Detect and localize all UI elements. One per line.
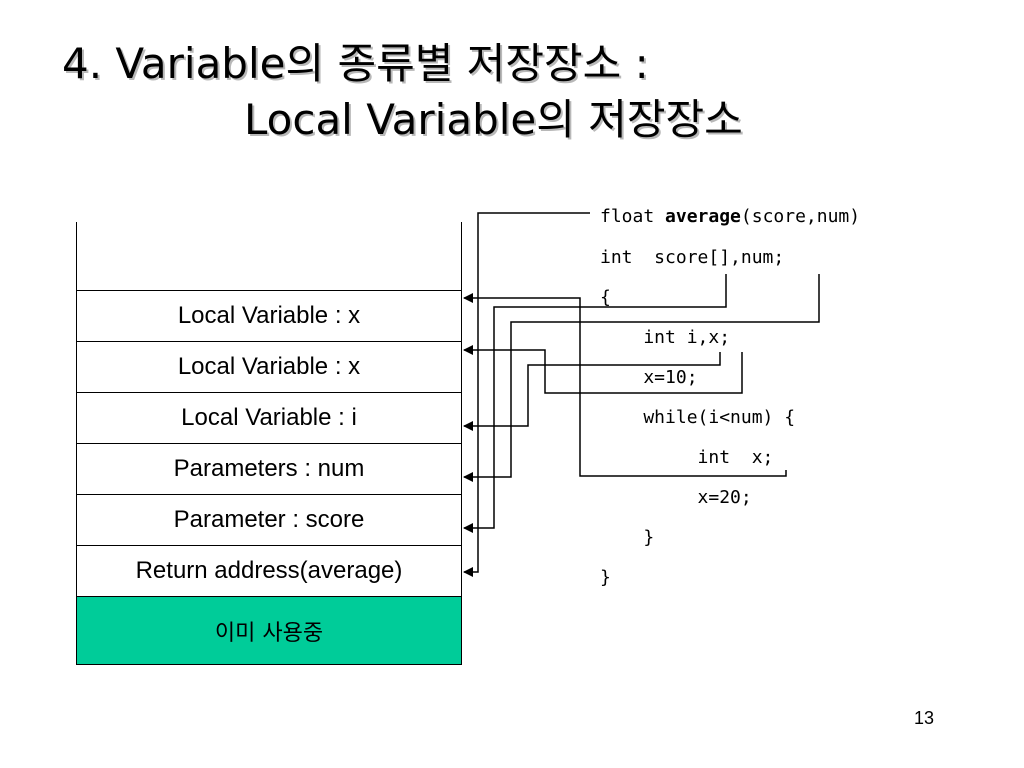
code-line-1-suffix: (score,num)	[740, 206, 861, 227]
code-line-4: int i,x;	[600, 327, 731, 348]
arrow-param-score	[463, 274, 727, 533]
code-line-6: while(i<num) {	[600, 407, 796, 428]
code-line-1-prefix: float	[600, 206, 666, 227]
code-line-10: }	[600, 567, 611, 588]
stack-diagram: Local Variable : x Local Variable : x Lo…	[76, 222, 462, 665]
code-line-2: int score[],num;	[600, 247, 785, 268]
stack-cell-local-i: Local Variable : i	[76, 392, 462, 444]
arrow-local-i	[463, 352, 721, 431]
code-function-name: average	[665, 206, 741, 227]
page-number: 13	[913, 708, 934, 728]
arrow-return-address	[463, 212, 590, 577]
stack-cell-in-use: 이미 사용중	[76, 596, 462, 665]
code-line-8: x=20;	[600, 487, 752, 508]
stack-cell-param-num: Parameters : num	[76, 443, 462, 495]
code-line-7: int x;	[600, 447, 774, 468]
code-line-1: float average(score,num)	[600, 206, 860, 228]
title-line-1: 4. Variable의 종류별 저장장소 :	[62, 39, 649, 88]
code-line-9: }	[600, 527, 655, 548]
arrow-local-x	[463, 345, 743, 394]
title-line-2: Local Variable의 저장장소	[244, 95, 743, 144]
code-line-5: x=10;	[600, 367, 698, 388]
stack-cell-local-x: Local Variable : x	[76, 341, 462, 393]
stack-right-edge	[461, 222, 462, 290]
arrow-local-x-inner	[463, 293, 787, 477]
stack-cell-param-score: Parameter : score	[76, 494, 462, 546]
code-line-3: {	[600, 287, 611, 308]
stack-cell-return-address: Return address(average)	[76, 545, 462, 597]
stack-cell-local-x-outer: Local Variable : x	[76, 290, 462, 342]
stack-left-edge	[76, 222, 77, 290]
arrow-param-num	[463, 274, 820, 482]
